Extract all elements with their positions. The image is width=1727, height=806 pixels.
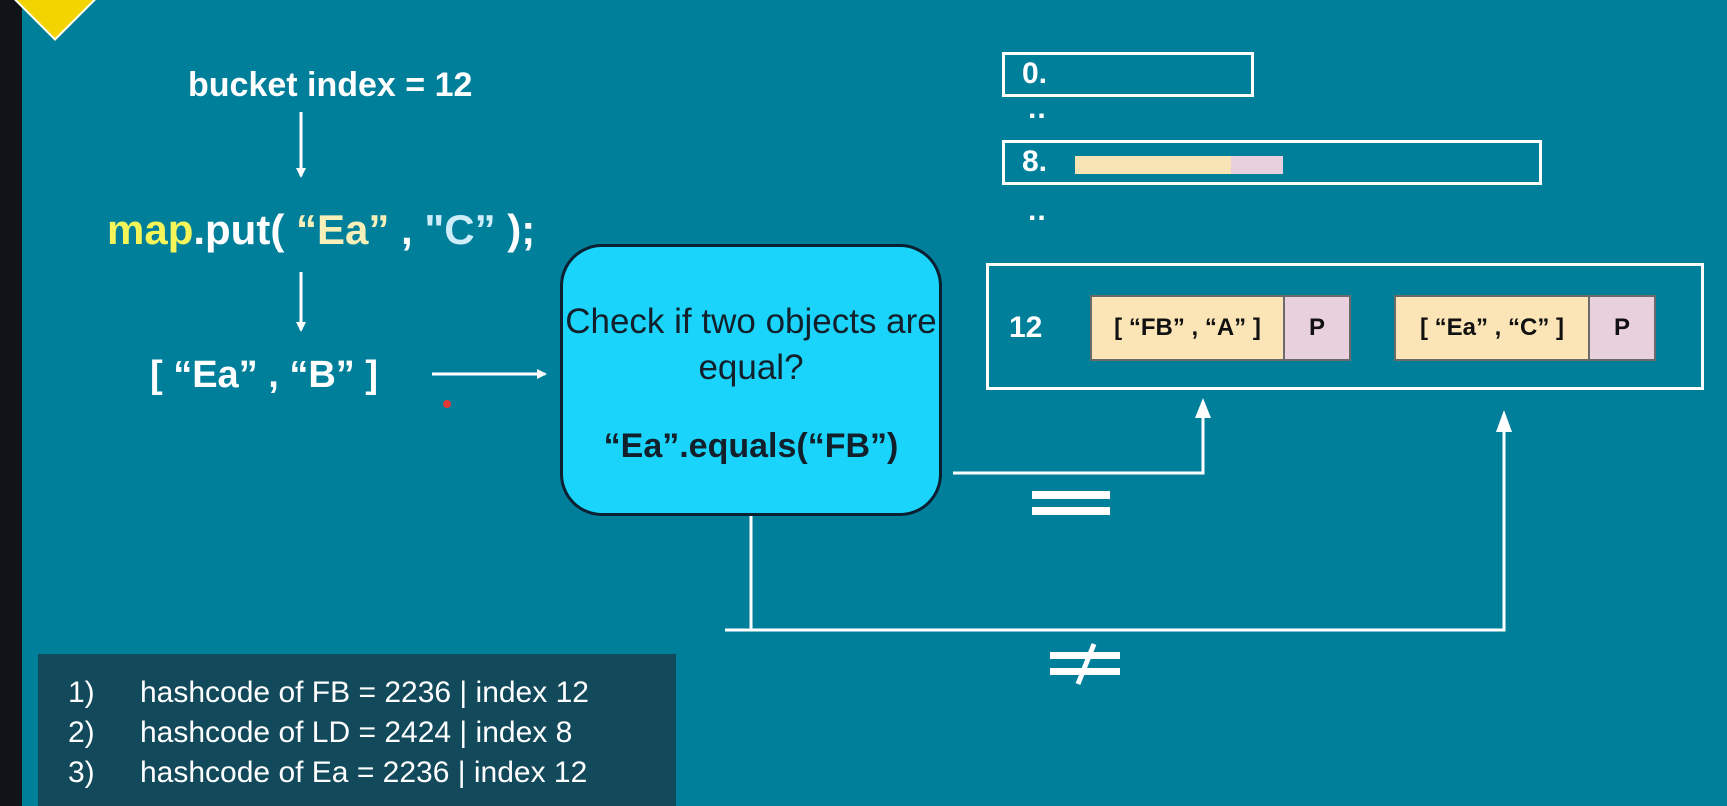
node-2-key-value: [ “Ea” , “C” ] — [1394, 295, 1590, 361]
bucket-8-pointer-bar — [1231, 156, 1283, 174]
equality-check-box: Check if two objects are equal? “Ea”.equ… — [560, 244, 942, 516]
legend-num-1: 1) — [68, 676, 95, 709]
map-object: map — [107, 206, 194, 253]
bucket-slot-0: 0. — [1002, 52, 1254, 97]
map-put-call: map.put( “Ea” , "C” ); — [107, 206, 535, 254]
bucket-label-8: 8. — [1022, 145, 1048, 178]
pointer-dot — [443, 400, 451, 408]
legend-row-3: 3) hashcode of Ea = 2236 | index 12 — [68, 756, 587, 790]
legend-num-3: 3) — [68, 756, 95, 789]
not-equal-arrowhead — [1496, 410, 1512, 432]
put-sep: , — [389, 206, 425, 253]
not-equals-sign-top — [1050, 652, 1120, 659]
legend-row-1: 1) hashcode of FB = 2236 | index 12 — [68, 676, 589, 710]
equals-sign-top — [1032, 491, 1110, 499]
bucket-index-label: bucket index = 12 — [188, 66, 473, 104]
bucket-label-0: 0. — [1022, 57, 1048, 90]
put-value: "C” — [424, 206, 496, 253]
bucket-slot-12: 12 — [986, 263, 1704, 390]
bucket-slot-8: 8. — [1002, 140, 1542, 185]
legend-text-1: hashcode of FB = 2236 | index 12 — [140, 676, 589, 709]
new-entry-pair: [ “Ea” , “B” ] — [150, 354, 379, 396]
equals-sign-bottom — [1032, 507, 1110, 515]
left-edge-strip — [0, 0, 22, 806]
legend-row-2: 2) hashcode of LD = 2424 | index 8 — [68, 716, 572, 750]
bucket-8-key-bar — [1075, 156, 1231, 174]
put-key: “Ea” — [295, 206, 390, 253]
hashcode-legend: 1) hashcode of FB = 2236 | index 12 2) has… — [38, 654, 676, 806]
node-1-pointer: P — [1283, 295, 1351, 361]
legend-text-3: hashcode of Ea = 2236 | index 12 — [140, 756, 588, 789]
put-method: .put( — [193, 206, 296, 253]
legend-text-2: hashcode of LD = 2424 | index 8 — [140, 716, 573, 749]
node-2-pointer: P — [1588, 295, 1656, 361]
equal-arrowhead — [1195, 398, 1211, 418]
legend-num-2: 2) — [68, 716, 95, 749]
not-equal-path-2 — [725, 422, 1506, 632]
node-1-key-value: [ “FB” , “A” ] — [1090, 295, 1285, 361]
not-equals-slash — [1075, 643, 1097, 685]
equality-question: Check if two objects are equal? — [565, 302, 937, 387]
ellipsis-dots-1: .. — [1028, 92, 1047, 125]
ellipsis-dots-2: .. — [1028, 194, 1047, 227]
bucket-label-12: 12 — [1009, 311, 1043, 344]
put-close: ); — [495, 206, 536, 253]
equals-call: “Ea”.equals(“FB”) — [603, 427, 899, 465]
equal-path — [953, 406, 1205, 475]
